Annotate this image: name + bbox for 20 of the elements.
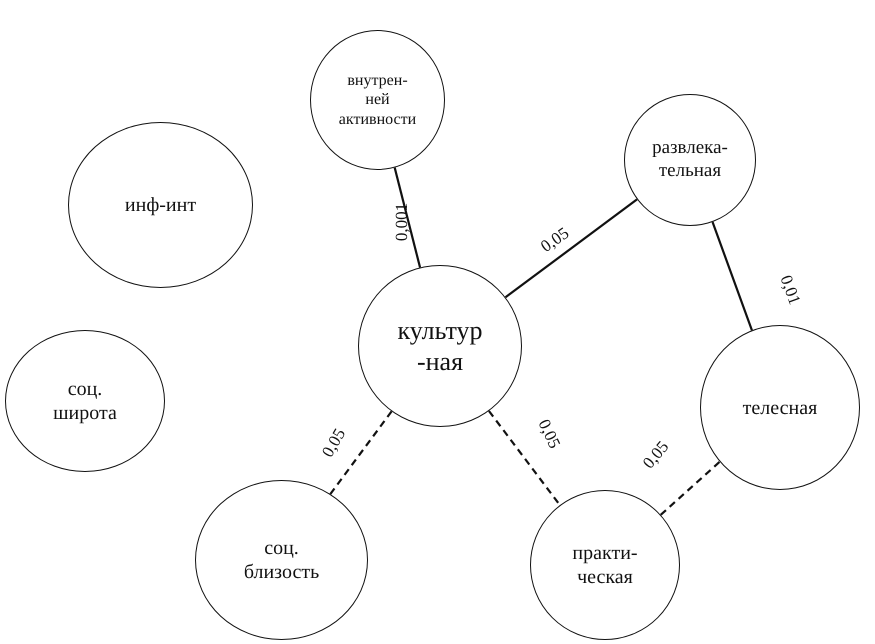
node-label: соц. широта [53, 377, 117, 425]
node-label: культур -ная [398, 314, 482, 378]
edge-label: 0,05 [534, 416, 564, 452]
node-label: развлека- тельная [652, 137, 728, 183]
edge-label: 0,05 [318, 425, 350, 461]
dashed-connector [660, 460, 720, 516]
connector-line [504, 198, 638, 298]
node-label: телесная [742, 396, 818, 420]
node-label: инф-инт [124, 193, 196, 217]
dashed-connector [488, 410, 561, 506]
edge-label: 0,05 [638, 437, 674, 473]
node-label: соц. близость [244, 536, 320, 584]
node-label: внутрен- ней активности [338, 71, 416, 129]
connector-line [712, 222, 753, 331]
edge-label: 0,05 [537, 223, 573, 257]
connector-line [394, 167, 422, 268]
dashed-connector [330, 410, 392, 495]
edge-label: 0,001 [392, 202, 412, 242]
node-label: практи- ческая [572, 541, 638, 589]
edge-label: 0,01 [776, 272, 804, 308]
